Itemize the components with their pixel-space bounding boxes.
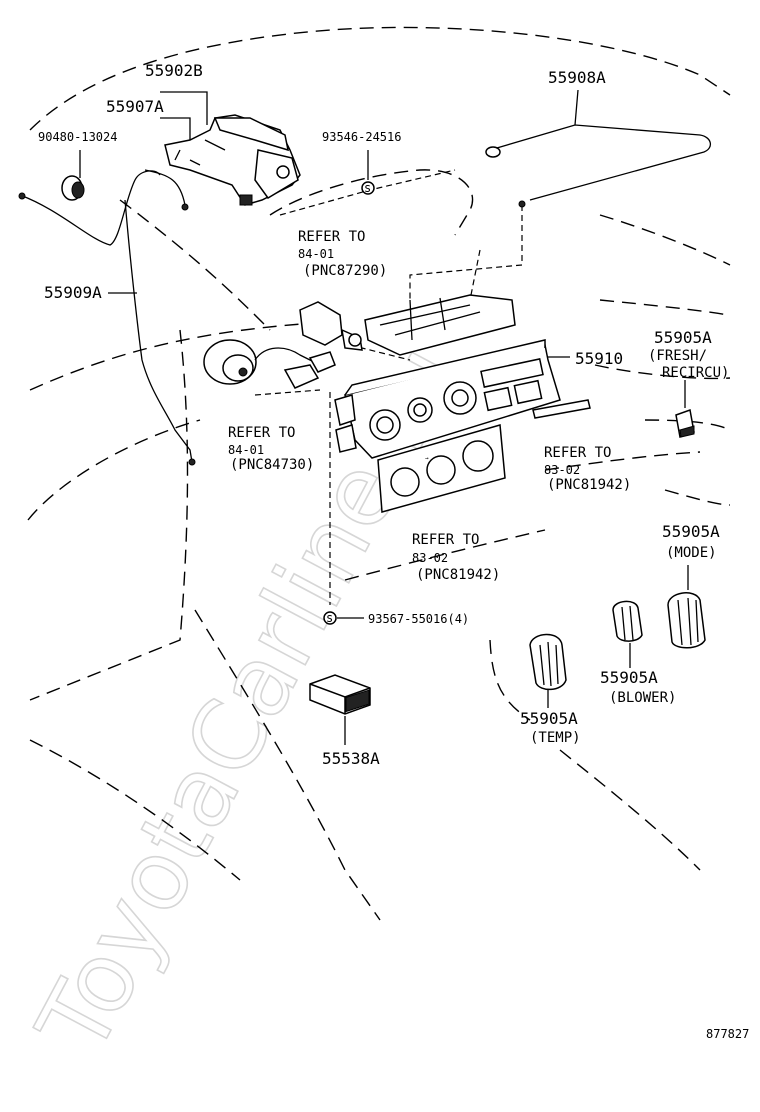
fresh-knob-desc2: RECIRCU)	[662, 365, 729, 381]
screw-part-top: s	[361, 181, 375, 195]
ref1-title: REFER TO	[298, 229, 365, 245]
ref2-pnc: (PNC84730)	[230, 457, 314, 473]
temp-knob-number: 55905A	[520, 709, 578, 728]
knob-blower	[612, 600, 643, 642]
knob-mode	[667, 592, 706, 649]
control-cable-55909a	[18, 170, 196, 466]
fresh-knob-number: 55905A	[654, 328, 712, 347]
switch-part-87290	[299, 301, 363, 351]
ref4-pnc: (PNC81942)	[416, 567, 500, 583]
screw-part-bottom: s	[323, 611, 337, 625]
figure-number: 877827	[706, 1027, 749, 1041]
label-90480-13024: 90480-13024	[38, 130, 117, 144]
ref1-section: 84-01	[298, 247, 334, 261]
knob-temp	[529, 633, 567, 691]
block-part-55538a	[309, 674, 371, 715]
label-55902b: 55902B	[145, 61, 203, 80]
ref1-pnc: (PNC87290)	[303, 263, 387, 279]
ref3-pnc: (PNC81942)	[547, 477, 631, 493]
ref3-section: 83-02	[544, 463, 580, 477]
face-plate: →	[377, 424, 506, 513]
mode-knob-number: 55905A	[662, 522, 720, 541]
grommet-part	[61, 175, 85, 201]
ref3-title: REFER TO	[544, 445, 611, 461]
label-93546-24516: 93546-24516	[322, 130, 401, 144]
display-strip	[532, 399, 591, 419]
label-55910: 55910	[575, 349, 623, 368]
label-55538a: 55538A	[322, 749, 380, 768]
blower-knob-desc: (BLOWER)	[609, 690, 676, 706]
ref4-section: 83-02	[412, 551, 448, 565]
control-panel-55910	[334, 294, 561, 459]
ref4-title: REFER TO	[412, 532, 479, 548]
svg-text:s: s	[364, 181, 371, 195]
wire-55907a	[144, 169, 186, 206]
ref2-title: REFER TO	[228, 425, 295, 441]
label-55908a: 55908A	[548, 68, 606, 87]
dashboard-outline	[27, 26, 731, 921]
servo-motor-part	[164, 114, 301, 206]
blower-knob-number: 55905A	[600, 668, 658, 687]
ref2-section: 84-01	[228, 443, 264, 457]
label-55907a: 55907A	[106, 97, 164, 116]
mode-knob-desc: (MODE)	[666, 545, 717, 561]
cable-55908a	[485, 89, 711, 208]
bulb-part-84730	[203, 339, 336, 389]
svg-text:s: s	[326, 611, 333, 625]
fresh-knob-desc1: (FRESH/	[648, 348, 707, 364]
temp-knob-desc: (TEMP)	[530, 730, 581, 746]
label-93567-55016: 93567-55016(4)	[368, 612, 469, 626]
knob-fresh-recircu	[675, 408, 695, 439]
leader-55907a	[160, 117, 191, 140]
label-55909a: 55909A	[44, 283, 102, 302]
leader-55902b	[160, 91, 208, 125]
svg-text:→: →	[425, 455, 429, 462]
